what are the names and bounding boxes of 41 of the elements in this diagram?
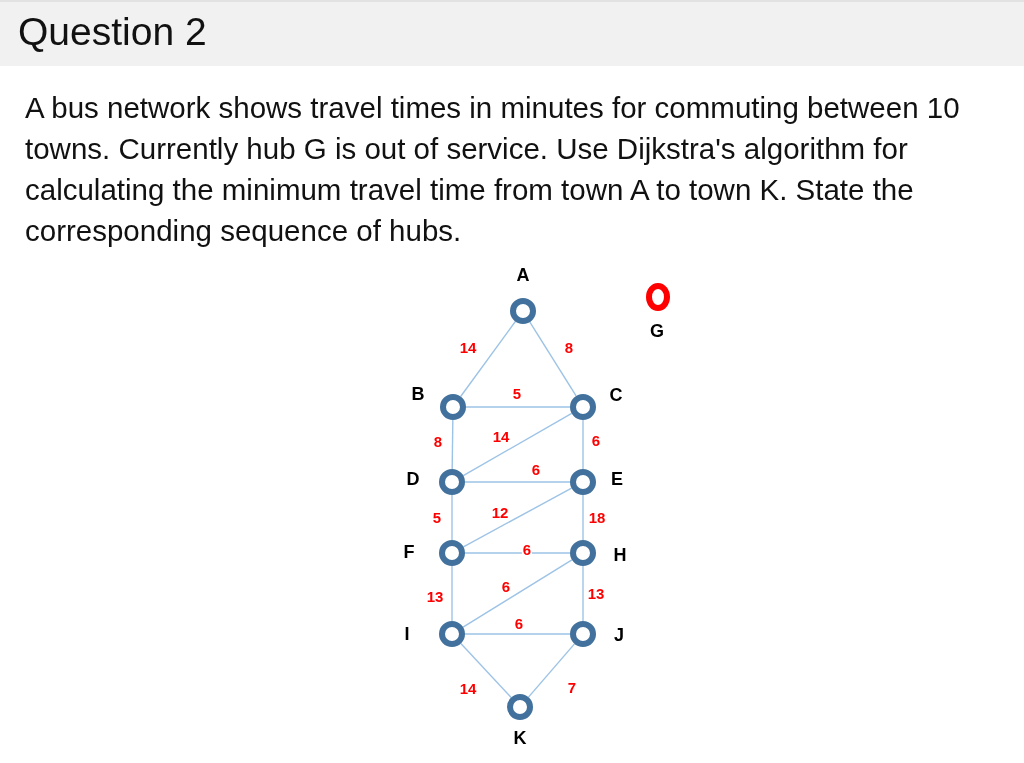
node-letter: B <box>411 384 425 404</box>
connector-line <box>582 494 584 541</box>
connector-line <box>529 321 577 397</box>
connector-line <box>464 552 571 554</box>
node-letter: H <box>613 545 627 565</box>
question-text: A bus network shows travel times in minutes for commuting between 10 towns. Currently hub G is out of service. Use Dijkstra's algorithm for calculating the minimum travel time from town A to town K. State the corresponding sequence of hubs. <box>25 90 961 249</box>
node-letter: A <box>516 265 530 285</box>
connector-line <box>462 412 573 477</box>
hub-ring <box>570 621 596 647</box>
connector-line <box>451 494 453 541</box>
heading: Question 2 <box>18 9 207 55</box>
connector-line <box>582 565 584 622</box>
connector-line <box>465 406 571 408</box>
node-letter: G <box>650 321 664 341</box>
connector-line <box>460 642 512 699</box>
node-letter: D <box>406 469 420 489</box>
connector-line <box>451 565 453 622</box>
node-letter: I <box>404 624 410 644</box>
connector-line <box>464 481 571 483</box>
hub-ring <box>570 540 596 566</box>
connector-line <box>582 419 584 470</box>
hub-ring <box>440 394 466 420</box>
connector-line <box>462 559 573 628</box>
connector-line <box>462 487 573 548</box>
connector-line <box>464 633 571 635</box>
connector-line <box>451 419 454 470</box>
connector-line <box>527 643 576 698</box>
hub-ring <box>646 283 670 311</box>
hub-ring <box>570 394 596 420</box>
connector-line <box>459 320 517 398</box>
node-letter: K <box>513 728 527 748</box>
hub-ring <box>570 469 596 495</box>
node-letter: F <box>403 542 415 562</box>
hub-ring <box>439 621 465 647</box>
node-letter: C <box>609 385 623 405</box>
hub-ring <box>507 694 533 720</box>
hub-ring <box>439 540 465 566</box>
node-letter: J <box>614 625 624 645</box>
hub-ring <box>439 469 465 495</box>
node-letter: E <box>611 469 623 489</box>
hub-ring <box>510 298 536 324</box>
